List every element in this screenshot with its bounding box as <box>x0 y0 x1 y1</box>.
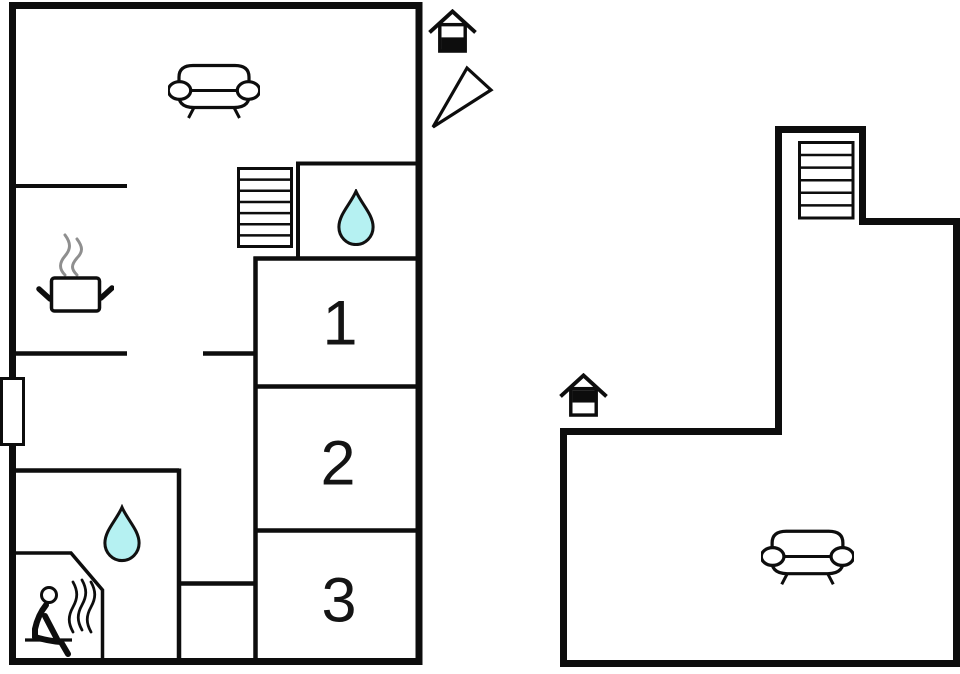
sofa-icon <box>761 529 854 586</box>
upper-floor-walls <box>560 126 960 667</box>
upper-floor-outline <box>560 126 960 667</box>
room-label-3: 3 <box>321 565 357 636</box>
steam-lines <box>59 233 83 277</box>
cooking-pot-icon <box>36 233 114 313</box>
stairs-icon <box>798 141 855 220</box>
sofa-icon <box>168 63 260 119</box>
ground-floor-walls <box>0 2 423 665</box>
water-drop-icon <box>103 504 141 563</box>
water-drop-icon <box>337 189 375 246</box>
sauna-enclosure-wall <box>16 551 105 659</box>
room-label-2: 2 <box>320 428 356 499</box>
entrance-house-icon <box>428 9 477 53</box>
sauna-person-icon <box>25 578 97 657</box>
sauna-steam-lines <box>67 578 97 634</box>
entrance-house-icon <box>559 373 608 417</box>
stairs-icon <box>237 167 293 248</box>
window-marker <box>0 377 25 446</box>
ground-floor-outline <box>9 2 423 665</box>
room-label-1: 1 <box>322 288 358 359</box>
north-arrow-icon <box>431 65 494 129</box>
